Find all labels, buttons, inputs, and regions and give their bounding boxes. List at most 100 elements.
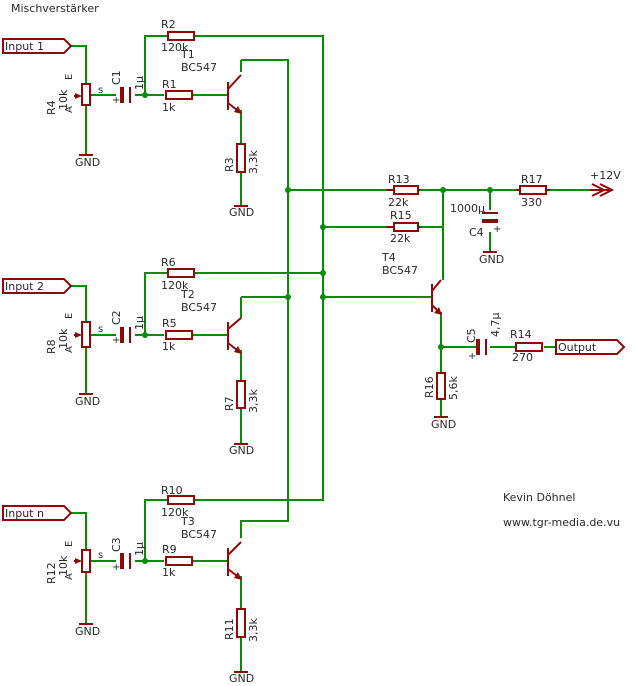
resistor-r9: R9 1k (162, 543, 193, 579)
svg-text:Input n: Input n (5, 507, 44, 520)
svg-text:R12: R12 (45, 562, 58, 584)
svg-text:BC547: BC547 (181, 301, 217, 314)
svg-text:10k: 10k (57, 328, 70, 349)
svg-text:1k: 1k (162, 566, 176, 579)
gnd-r16: GND (431, 416, 456, 431)
svg-text:Input 1: Input 1 (5, 40, 44, 53)
svg-text:+: + (112, 335, 120, 346)
svg-text:22k: 22k (390, 232, 411, 245)
svg-text:10k: 10k (57, 89, 70, 110)
gnd-r12: GND (75, 623, 100, 638)
resistor-r1: R1 1k (162, 78, 193, 114)
svg-text:R10: R10 (161, 484, 183, 497)
svg-text:R3: R3 (223, 157, 236, 172)
svg-text:R16: R16 (423, 376, 436, 398)
stage-1: Input 1 s E A R4 10k + C1 1µ R2 120k R1 (2, 18, 260, 219)
svg-text:270: 270 (512, 351, 533, 364)
svg-text:T4: T4 (381, 251, 396, 264)
capacitor-c5: + C5 4,7µ (465, 313, 502, 363)
resistor-r13: R13 22k (386, 173, 420, 209)
svg-text:C4: C4 (469, 226, 484, 239)
input-1-port[interactable]: Input 1 (2, 38, 73, 54)
svg-text:BC547: BC547 (181, 61, 217, 74)
svg-text:GND: GND (75, 625, 100, 638)
svg-text:BC547: BC547 (382, 264, 418, 277)
feedback-bus-wire (194, 35, 432, 501)
transistor-t4: T4 BC547 (381, 251, 442, 315)
capacitor-c2: + C2 1µ (110, 310, 146, 346)
svg-text:R7: R7 (223, 396, 236, 411)
svg-text:120k: 120k (161, 506, 189, 519)
resistor-r5: R5 1k (162, 317, 193, 353)
capacitor-c4: + 1000µ C4 (450, 202, 501, 239)
svg-text:10k: 10k (57, 555, 70, 576)
svg-text:GND: GND (75, 156, 100, 169)
svg-text:GND: GND (229, 444, 254, 457)
svg-text:R9: R9 (162, 543, 177, 556)
svg-text:GND: GND (229, 206, 254, 219)
svg-text:R1: R1 (162, 78, 177, 91)
svg-text:R13: R13 (388, 173, 410, 186)
stage-n: Input n s E A R12 10k + C3 1µ R10 120k R… (2, 484, 260, 685)
pot-r12: s E A R12 10k (45, 541, 103, 584)
svg-text:GND: GND (479, 253, 504, 266)
schematic-title: Mischverstärker (11, 2, 99, 15)
author-label: Kevin Döhnel (503, 491, 575, 504)
svg-text:s: s (98, 550, 103, 561)
svg-text:E: E (64, 74, 75, 80)
svg-text:R4: R4 (45, 100, 58, 115)
svg-text:1µ: 1µ (133, 542, 146, 556)
resistor-r6: R6 120k (161, 256, 195, 292)
svg-text:1µ: 1µ (133, 76, 146, 90)
pot-r4: s E A R4 10k (45, 74, 103, 115)
resistor-r16: R16 5,6k (423, 372, 460, 400)
svg-text:E: E (64, 541, 75, 547)
capacitor-c1: + C1 1µ (110, 70, 146, 106)
svg-text:+: + (493, 224, 501, 235)
svg-text:Input 2: Input 2 (5, 280, 44, 293)
svg-text:1k: 1k (162, 101, 176, 114)
transistor-t1: T1 BC547 (180, 48, 242, 114)
svg-text:1µ: 1µ (133, 316, 146, 330)
output-port[interactable]: Output (555, 339, 626, 355)
input-n-port[interactable]: Input n (2, 505, 73, 521)
svg-text:A: A (64, 106, 75, 113)
resistor-r10: R10 120k (161, 484, 195, 519)
svg-text:R6: R6 (161, 256, 176, 269)
transistor-t3: T3 BC547 (180, 515, 242, 580)
supply-12v: +12V (590, 169, 621, 197)
junction-dots (142, 92, 493, 564)
resistor-r17: R17 330 (516, 173, 550, 209)
supply-rail-wire (420, 189, 590, 280)
supply-label: +12V (590, 169, 621, 182)
website-label: www.tgr-media.de.vu (503, 516, 620, 529)
gnd-r7: GND (229, 443, 254, 457)
input-2-port[interactable]: Input 2 (2, 278, 73, 294)
gnd-r8: GND (75, 393, 100, 408)
stage-2: Input 2 s E A R8 10k + C2 1µ R6 120k R5 (2, 256, 260, 457)
svg-text:120k: 120k (161, 279, 189, 292)
resistor-r15: R15 22k (386, 209, 420, 245)
output-stage-wire (440, 312, 556, 417)
transistor-t2: T2 BC547 (180, 288, 242, 354)
svg-text:R5: R5 (162, 317, 177, 330)
svg-text:C2: C2 (110, 310, 123, 325)
svg-text:Output: Output (558, 341, 597, 354)
resistor-r11: R11 3,3k (223, 608, 260, 642)
svg-text:C3: C3 (110, 537, 123, 552)
resistor-r2: R2 120k (161, 18, 195, 54)
collector-bus-wire (240, 59, 386, 538)
svg-text:R14: R14 (510, 328, 532, 341)
gnd-c4: GND (479, 251, 504, 266)
svg-text:4,7µ: 4,7µ (489, 313, 502, 338)
resistor-r7: R7 3,3k (223, 380, 260, 413)
svg-text:3,3k: 3,3k (247, 618, 260, 642)
svg-text:+: + (468, 351, 476, 362)
resistor-r14: R14 270 (510, 328, 543, 364)
svg-text:+: + (112, 562, 120, 573)
svg-text:120k: 120k (161, 41, 189, 54)
gnd-r11: GND (229, 671, 254, 685)
svg-text:22k: 22k (388, 196, 409, 209)
stage-n-wire (68, 499, 242, 672)
